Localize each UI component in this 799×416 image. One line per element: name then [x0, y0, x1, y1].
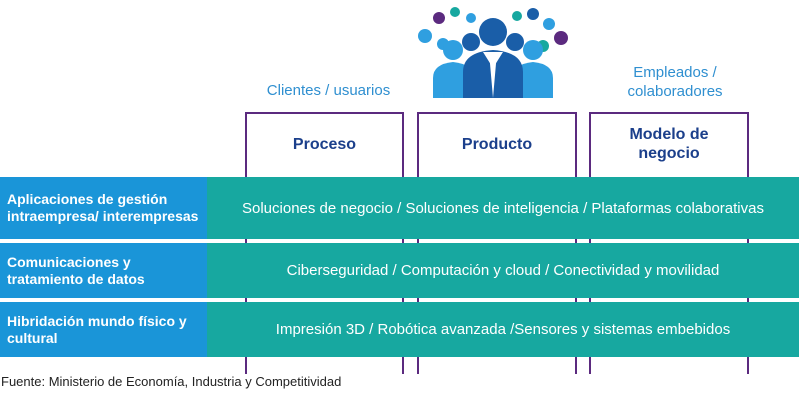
- row-label: Hibridación mundo físico y cultural: [0, 302, 207, 357]
- row-label: Comunicaciones y tratamiento de datos: [0, 243, 207, 298]
- people-group-icon: [418, 7, 568, 98]
- row-content: Ciberseguridad / Computación y cloud / C…: [207, 243, 799, 298]
- row-content: Soluciones de negocio / Soluciones de in…: [207, 177, 799, 239]
- row-label: Aplicaciones de gestión intraempresa/ in…: [0, 177, 207, 239]
- column-title-modelo-negocio: Modelo de negocio: [629, 126, 709, 162]
- column-title-producto: Producto: [461, 135, 533, 153]
- row-content: Impresión 3D / Robótica avanzada /Sensor…: [207, 302, 799, 357]
- source-footer: Fuente: Ministerio de Economía, Industri…: [1, 374, 342, 389]
- column-title-proceso: Proceso: [292, 135, 357, 153]
- row-aplicaciones: Aplicaciones de gestión intraempresa/ in…: [0, 177, 799, 239]
- label-empleados-colaboradores: Empleados / colaboradores: [627, 64, 723, 100]
- row-comunicaciones: Comunicaciones y tratamiento de datos Ci…: [0, 243, 799, 298]
- row-hibridacion: Hibridación mundo físico y cultural Impr…: [0, 302, 799, 357]
- label-clientes-usuarios: Clientes / usuarios: [266, 82, 391, 99]
